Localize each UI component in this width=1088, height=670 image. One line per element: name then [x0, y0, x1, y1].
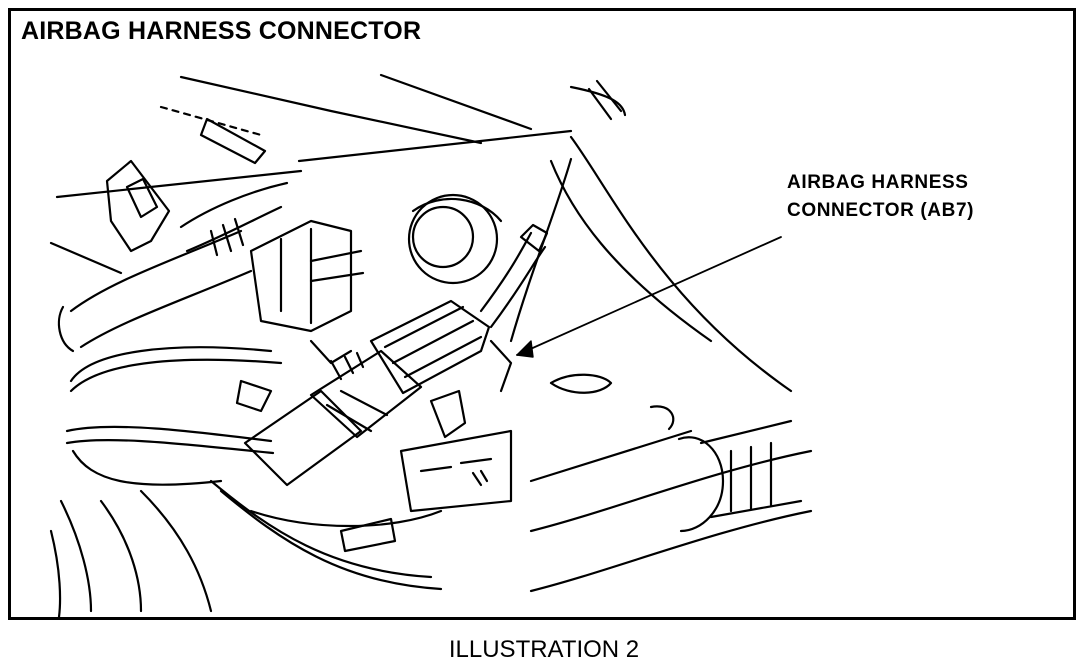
caption-text: ILLUSTRATION 2: [448, 636, 640, 663]
callout-line-1: AIRBAG HARNESS: [787, 172, 969, 193]
callout-line-2: CONNECTOR (AB7): [787, 200, 975, 221]
illustration-caption: ILLUSTRATION 2: [0, 636, 1088, 664]
connector-callout-label: AIRBAG HARNESS CONNECTOR (AB7): [787, 169, 974, 225]
connector-line-drawing: [49, 73, 813, 617]
illustration-frame: AIRBAG HARNESS CONNECTOR AIRBAG HARNESS …: [8, 8, 1076, 620]
diagram-title: AIRBAG HARNESS CONNECTOR: [21, 17, 422, 45]
